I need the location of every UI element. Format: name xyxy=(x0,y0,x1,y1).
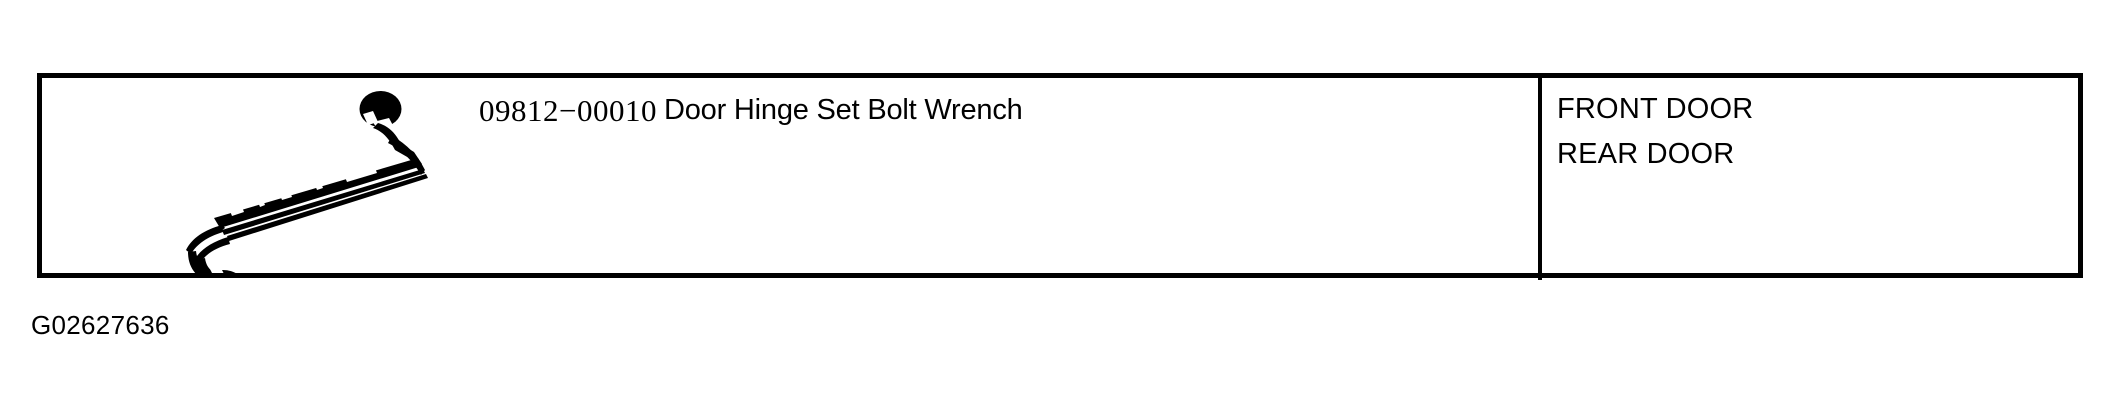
figure-caption: G02627636 xyxy=(31,310,170,340)
part-description: Door Hinge Set Bolt Wrench xyxy=(664,94,1023,126)
sst-table: 09812−00010 Door Hinge Set Bolt Wrench F… xyxy=(37,73,2083,300)
part-number: 09812−00010 xyxy=(479,93,657,128)
application-rear-door: REAR DOOR xyxy=(1557,138,1735,170)
column-divider xyxy=(1538,77,1542,280)
application-front-door: FRONT DOOR xyxy=(1557,93,1754,125)
